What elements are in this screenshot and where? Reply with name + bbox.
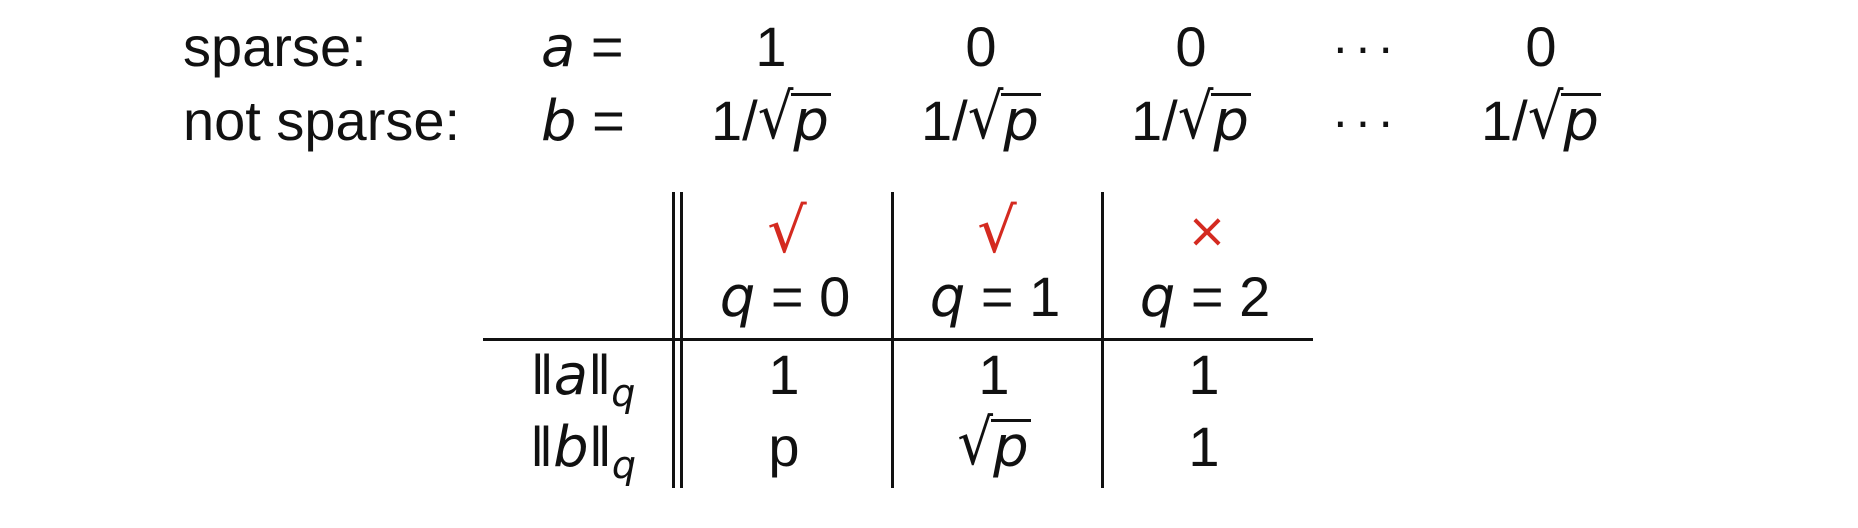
- sparse-value-2: 0: [965, 15, 997, 78]
- fraction-numerator: 1/: [921, 89, 968, 152]
- check-icon: √: [767, 194, 807, 267]
- norm-bar-open: ‖: [530, 415, 554, 478]
- var-q: q: [929, 265, 966, 330]
- sparse-ellipsis: ···: [1332, 19, 1400, 75]
- fraction-numerator: 1/: [1131, 89, 1178, 152]
- cell-b-q1: √p: [894, 406, 1094, 483]
- not-sparse-label: not sparse:: [183, 89, 461, 152]
- sqrt-icon: √p: [757, 80, 831, 154]
- sqrt-icon: √p: [1527, 80, 1601, 154]
- not-sparse-value-2: 1/√p: [886, 80, 1076, 156]
- radicand: p: [791, 89, 831, 154]
- equals-sign: =: [576, 89, 625, 152]
- sqrt-icon: √p: [957, 406, 1031, 480]
- not-sparse-ellipsis: ···: [1332, 93, 1400, 149]
- cross-icon: ×: [1186, 203, 1228, 259]
- check-icon: √: [977, 194, 1017, 267]
- cell-a-q2: 1: [1188, 343, 1220, 406]
- sparse-row: sparse: a = 1 0 0 ··· 0: [0, 12, 1858, 82]
- header-q1: q = 1: [895, 262, 1095, 333]
- var-a: a: [553, 343, 589, 408]
- var-a: a: [541, 15, 576, 80]
- not-sparse-equation-lhs: b =: [541, 86, 625, 156]
- not-sparse-value-3: 1/√p: [1096, 80, 1286, 156]
- equals-sign: =: [1175, 265, 1240, 328]
- table-header-rule: [483, 338, 1313, 341]
- norm-bar-close: ‖: [588, 343, 612, 406]
- row-label-norm-b: ‖b‖q: [503, 412, 663, 500]
- radicand: p: [1211, 89, 1251, 154]
- equals-sign: =: [755, 265, 820, 328]
- fraction-numerator: 1/: [1481, 89, 1528, 152]
- cell-b-q2: 1: [1188, 415, 1220, 478]
- equals-sign: =: [575, 15, 624, 78]
- radicand: p: [991, 415, 1031, 480]
- q-value: 2: [1239, 265, 1271, 328]
- norm-bar-open: ‖: [530, 343, 554, 406]
- subscript-q: q: [611, 443, 636, 487]
- sqrt-icon: √p: [1177, 80, 1251, 154]
- cell-b-q0: p: [768, 415, 800, 478]
- fraction-numerator: 1/: [711, 89, 758, 152]
- cell-a-q0: 1: [768, 343, 800, 406]
- var-b: b: [553, 415, 589, 480]
- var-q: q: [1139, 265, 1176, 330]
- cell-a-q1: 1: [978, 343, 1010, 406]
- norm-bar-close: ‖: [588, 415, 612, 478]
- not-sparse-value-p: 1/√p: [1446, 80, 1636, 156]
- not-sparse-row: not sparse: b = 1/√p 1/√p 1/√p ··· 1/√p: [0, 80, 1858, 156]
- sparse-equation-lhs: a =: [541, 12, 624, 82]
- sparse-label: sparse:: [183, 15, 367, 78]
- row-label-norm-a: ‖a‖q: [503, 340, 663, 428]
- sqrt-icon: √p: [967, 80, 1041, 154]
- radicand: p: [1001, 89, 1041, 154]
- sparse-value-p: 0: [1525, 15, 1557, 78]
- subscript-q: q: [611, 371, 636, 415]
- q-value: 1: [1029, 265, 1061, 328]
- var-b: b: [541, 89, 577, 154]
- sparse-value-1: 1: [755, 15, 787, 78]
- header-q0: q = 0: [685, 262, 885, 333]
- var-q: q: [719, 265, 756, 330]
- radicand: p: [1561, 89, 1601, 154]
- not-sparse-value-1: 1/√p: [676, 80, 866, 156]
- sparse-value-3: 0: [1175, 15, 1207, 78]
- header-q2: q = 2: [1105, 262, 1305, 333]
- equals-sign: =: [965, 265, 1030, 328]
- q-value: 0: [819, 265, 851, 328]
